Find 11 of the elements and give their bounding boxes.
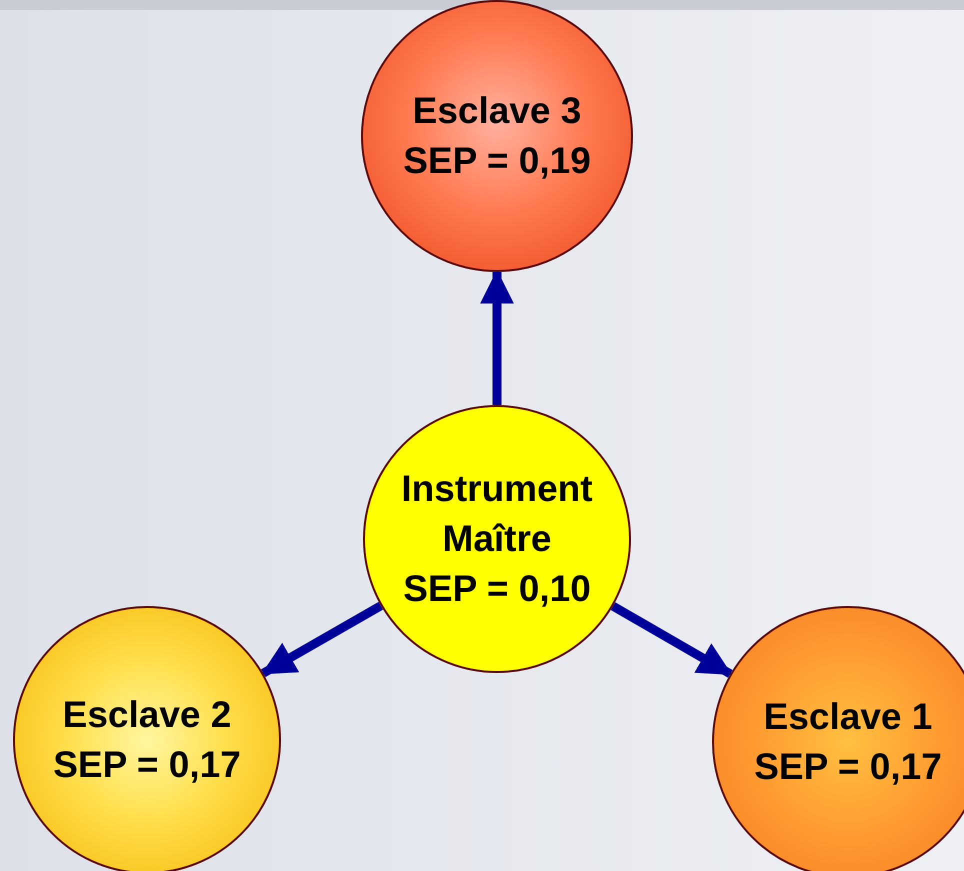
arrow: [480, 270, 514, 405]
node-title: Esclave 1: [764, 695, 932, 739]
arrow: [260, 602, 384, 678]
sep-value: SEP = 0,10: [403, 567, 591, 611]
arrow: [610, 602, 733, 678]
node-title: Esclave 2: [62, 693, 232, 737]
sep-value: SEP = 0,17: [754, 745, 942, 789]
node-title: Instrument Maître: [400, 467, 594, 561]
node-title: Esclave 3: [412, 89, 582, 133]
sep-value: SEP = 0,19: [403, 139, 591, 183]
sep-value: SEP = 0,17: [53, 743, 241, 787]
